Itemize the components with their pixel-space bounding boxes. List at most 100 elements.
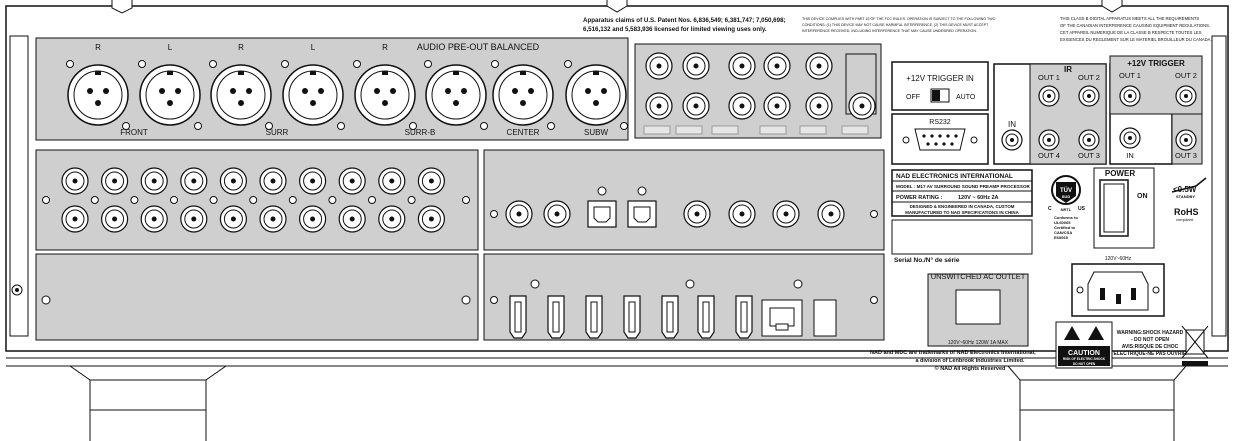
unswitched-socket[interactable]: [955, 289, 1001, 325]
digital-rca-1[interactable]: [683, 200, 711, 228]
trigger-in-jack[interactable]: [1119, 127, 1141, 149]
rca-jack-mid-3[interactable]: [728, 92, 756, 120]
xlr-channel-label: R: [95, 43, 101, 52]
analog-rca-bottom-1[interactable]: [61, 205, 89, 233]
rca-jack-mid-6[interactable]: [848, 92, 876, 120]
rca-jack-mid-4[interactable]: [763, 92, 791, 120]
analog-rca-bottom-2[interactable]: [100, 205, 129, 233]
analog-rca-top-7[interactable]: [299, 167, 327, 195]
rs232-port[interactable]: [914, 128, 966, 151]
hdmi-port-2[interactable]: [547, 295, 565, 339]
power-on-label: ON: [1137, 193, 1148, 200]
xlr-channel-label: L: [454, 43, 459, 52]
xlr-channel-label: R: [382, 43, 388, 52]
trigger-in-panel: +12V TRIGGER IN OFF AUTO: [891, 61, 989, 111]
iec-inlet-socket[interactable]: [1087, 271, 1149, 311]
usb-port[interactable]: [813, 299, 837, 337]
right-rail: [1211, 35, 1227, 337]
trigger-jack-label: OUT 3: [1175, 151, 1197, 160]
analog-rca-bottom-10[interactable]: [417, 205, 445, 233]
screw: [249, 196, 258, 204]
analog-rca-top-10[interactable]: [417, 167, 445, 195]
trigger-out2-jack[interactable]: [1175, 85, 1197, 107]
trigger-in-auto: AUTO: [956, 94, 976, 101]
patent-notice-line1: Apparatus claims of U.S. Patent Nos. 6,8…: [583, 17, 786, 24]
rca-jack-top-1[interactable]: [645, 52, 673, 80]
optical-jack-1[interactable]: [587, 200, 617, 228]
xlr-connector-4[interactable]: [282, 64, 344, 126]
rca-jack-top-2[interactable]: [682, 52, 710, 80]
rca-jack-top-3[interactable]: [728, 52, 756, 80]
digital-rca-3[interactable]: [772, 200, 800, 228]
rca-jack-top-4[interactable]: [763, 52, 791, 80]
rating-plate: NAD ELECTRONICS INTERNATIONAL MODEL : M1…: [891, 169, 1033, 264]
xlr-connector-2[interactable]: [139, 64, 201, 126]
trademark-mdc: and MDC: [882, 350, 907, 356]
coax-jack-1[interactable]: [505, 200, 533, 228]
rca-jack-mid-5[interactable]: [805, 92, 833, 120]
analog-rca-top-5[interactable]: [219, 167, 247, 195]
warning-line2: - DO NOT OPEN: [1131, 337, 1169, 343]
xlr-connector-6[interactable]: [425, 64, 487, 126]
analog-rca-top-1[interactable]: [61, 167, 89, 195]
analog-rca-bottom-9[interactable]: [378, 205, 406, 233]
fcc-notice-line2: CONDITIONS: (1) THIS DEVICE MAY NOT CAUS…: [802, 23, 989, 27]
standby-value: <0.5W: [1173, 185, 1197, 194]
hdmi-port-5[interactable]: [661, 295, 679, 339]
analog-rca-top-4[interactable]: [180, 167, 208, 195]
optical-jack-2[interactable]: [627, 200, 657, 228]
xlr-connector-5[interactable]: [354, 64, 416, 126]
left-rail: [9, 35, 29, 337]
analog-rca-bottom-6[interactable]: [259, 205, 287, 233]
digital-rca-2[interactable]: [728, 200, 756, 228]
tuv-top: TÜV: [1060, 187, 1072, 194]
tuv-conformity-line: E60065: [1054, 235, 1069, 240]
xlr-connector-7[interactable]: [492, 64, 554, 126]
ir-out-jack-1[interactable]: [1038, 85, 1060, 107]
screw: [353, 60, 361, 68]
screw: [407, 196, 416, 204]
analog-rca-bottom-3[interactable]: [140, 205, 168, 233]
analog-rca-bottom-7[interactable]: [299, 205, 327, 233]
analog-rca-top-2[interactable]: [100, 167, 129, 195]
xlr-connector-1[interactable]: [67, 64, 129, 126]
trigger-out3-jack[interactable]: [1175, 129, 1197, 151]
analog-rca-top-6[interactable]: [259, 167, 287, 195]
ir-in-jack[interactable]: [1001, 129, 1023, 151]
hdmi-port-4[interactable]: [623, 295, 641, 339]
tuv-conformity-line: CAN/CSA: [1054, 230, 1072, 235]
xlr-connector-8[interactable]: [565, 64, 627, 126]
analog-rca-top-3[interactable]: [140, 167, 168, 195]
ir-out-jack-4[interactable]: [1078, 129, 1100, 151]
hdmi-port-6[interactable]: [697, 295, 715, 339]
analog-rca-bottom-5[interactable]: [219, 205, 247, 233]
digital-rca-4[interactable]: [817, 200, 845, 228]
hdmi-port-1[interactable]: [509, 295, 527, 339]
tuv-conformity-line: Conforms to: [1054, 215, 1078, 220]
analog-rca-top-9[interactable]: [378, 167, 406, 195]
xlr-connector-3[interactable]: [210, 64, 272, 126]
hdmi-port-7[interactable]: [735, 295, 753, 339]
warning-line3: AVIS:RISQUE DE CHOC: [1122, 344, 1179, 350]
ir-out-jack-2[interactable]: [1078, 85, 1100, 107]
hdmi-port-3[interactable]: [585, 295, 603, 339]
rca-jack-mid-2[interactable]: [682, 92, 710, 120]
ir-out-label: OUT 3: [1078, 151, 1100, 160]
analog-rca-bottom-4[interactable]: [180, 205, 208, 233]
trademark-rest: are trademarks of NAD Electronics Intern…: [907, 350, 1036, 356]
analog-rca-top-8[interactable]: [338, 167, 366, 195]
rohs-title: RoHS: [1174, 207, 1199, 217]
screw: [564, 60, 572, 68]
trigger-out1-jack[interactable]: [1119, 85, 1141, 107]
coax-jack-2[interactable]: [543, 200, 571, 228]
rca-jack-top-5[interactable]: [805, 52, 833, 80]
rca-jack-mid-1[interactable]: [645, 92, 673, 120]
screw: [409, 122, 417, 130]
ir-out-jack-3[interactable]: [1038, 129, 1060, 151]
analog-rca-bottom-8[interactable]: [338, 205, 366, 233]
trigger-jack-label: OUT 1: [1119, 71, 1141, 80]
serial-label: Serial No./N° de série: [894, 256, 960, 264]
digital-audio-panel: [483, 149, 885, 251]
